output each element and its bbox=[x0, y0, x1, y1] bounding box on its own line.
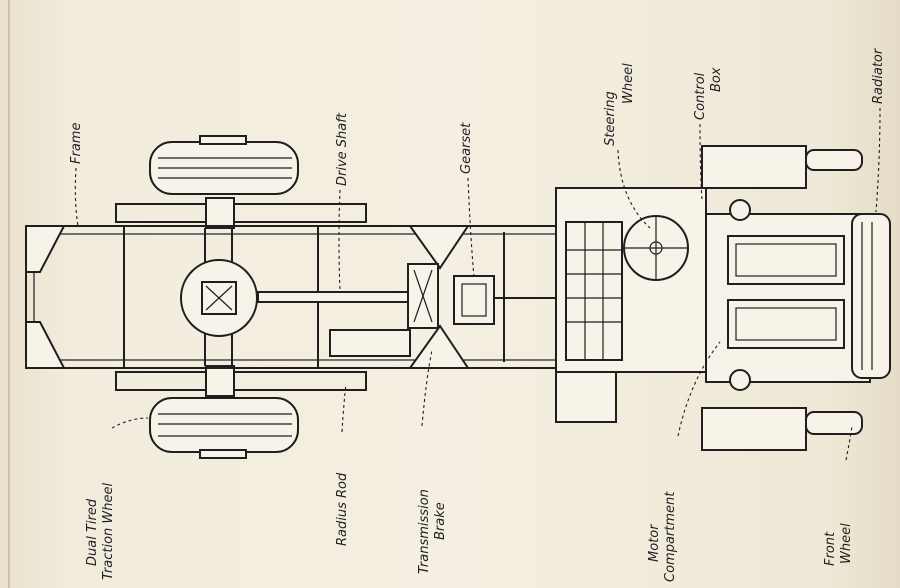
label-front-wheel-2: Wheel bbox=[839, 523, 854, 564]
transmission-brake bbox=[407, 263, 439, 329]
label-control-box-1: Control bbox=[693, 72, 708, 120]
label-traction-wheel-1: Dual Tired bbox=[85, 498, 100, 566]
rear-axle-differential bbox=[180, 228, 258, 366]
label-gearset: Gearset bbox=[459, 122, 474, 174]
label-control-box-2: Box bbox=[709, 67, 724, 92]
page-binding-edge bbox=[8, 0, 10, 588]
front-wheel-bottom bbox=[701, 407, 863, 451]
label-transmission-brake-1: Transmission bbox=[417, 489, 432, 574]
label-radiator: Radiator bbox=[871, 47, 886, 104]
label-frame: Frame bbox=[69, 123, 84, 164]
leader-lines bbox=[74, 107, 881, 461]
motor-compartment bbox=[705, 199, 871, 391]
operator-compartment bbox=[555, 187, 707, 423]
label-traction-wheel-2: Traction Wheel bbox=[101, 482, 116, 580]
label-steering-wheel-2: Wheel bbox=[621, 63, 636, 104]
label-front-wheel-1: Front bbox=[823, 531, 838, 566]
drive-shaft bbox=[257, 291, 411, 357]
radiator bbox=[851, 213, 891, 379]
label-radius-rod: Radius Rod bbox=[335, 472, 350, 546]
label-steering-wheel-1: Steering bbox=[603, 91, 618, 146]
label-transmission-brake-2: Brake bbox=[433, 502, 448, 540]
label-drive-shaft: Drive Shaft bbox=[335, 112, 350, 186]
rear-springs bbox=[115, 197, 367, 397]
label-motor-compartment-2: Compartment bbox=[663, 491, 678, 582]
label-motor-compartment-1: Motor bbox=[647, 523, 662, 562]
gearset bbox=[453, 275, 495, 325]
rear-wheel-bottom bbox=[149, 397, 299, 459]
rear-wheel-top bbox=[149, 135, 299, 195]
front-wheel-top bbox=[701, 145, 863, 189]
